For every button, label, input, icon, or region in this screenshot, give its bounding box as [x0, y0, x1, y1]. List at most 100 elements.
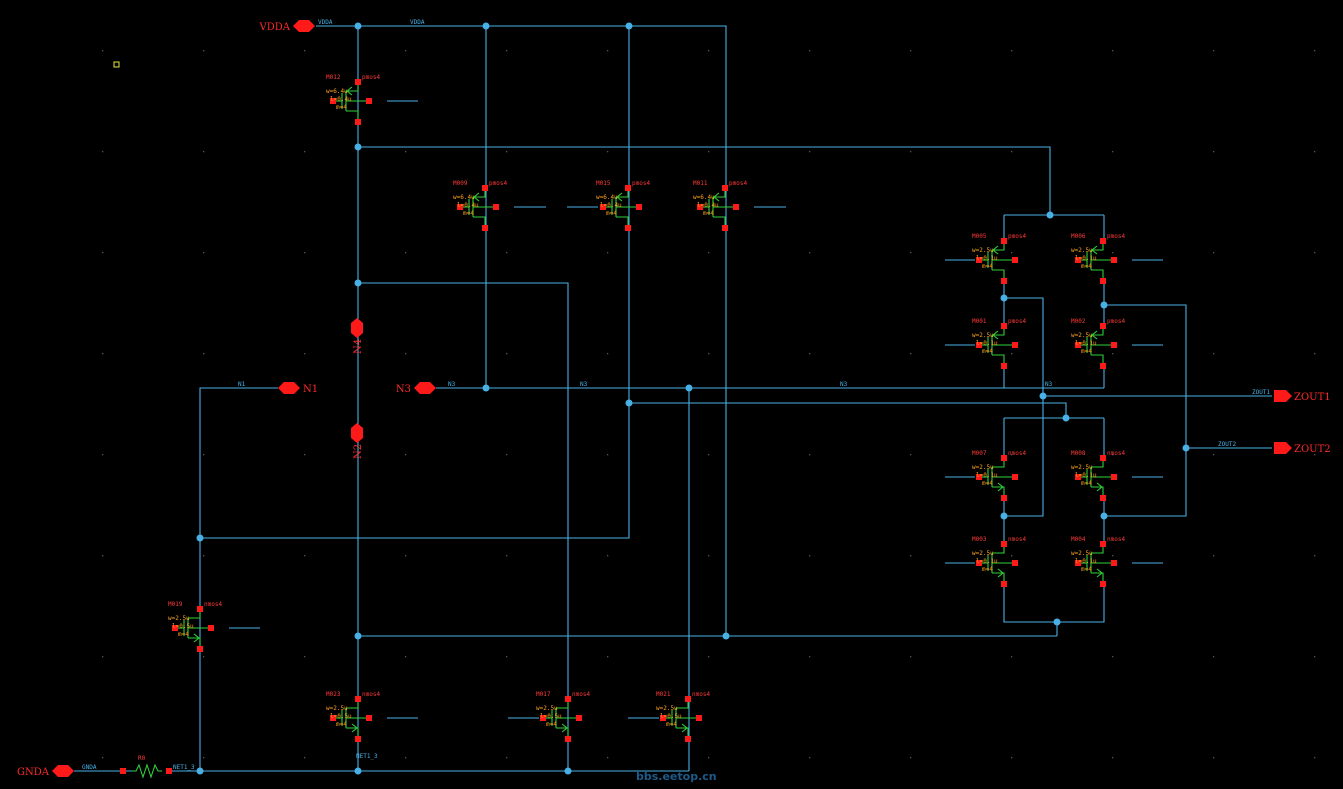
transistor-name: M015 — [596, 180, 611, 187]
transistor-name: M001 — [972, 318, 987, 325]
transistor-width: w=6.4u — [596, 194, 618, 201]
transistor-name: M019 — [168, 601, 183, 608]
transistor-model: pmos4 — [489, 180, 507, 187]
transistor-model: pmos4 — [1008, 318, 1026, 325]
pin-vdda[interactable]: VDDA — [259, 20, 315, 33]
transistor-width: w=6.4u — [693, 194, 715, 201]
transistor-width: w=6.4u — [453, 194, 475, 201]
transistor-width: w=2.5u — [1071, 464, 1093, 471]
transistor-length: l=0.1u — [976, 255, 998, 262]
transistor-multiplier: m=4 — [703, 210, 714, 217]
pin-zout2[interactable]: ZOUT2 — [1274, 442, 1331, 455]
transistor-name: M005 — [972, 233, 987, 240]
pin-zout1[interactable]: ZOUT1 — [1274, 390, 1331, 403]
pin-label: ZOUT2 — [1294, 444, 1331, 455]
transistor-model: pmos4 — [1107, 318, 1125, 325]
transistor-length: l=0.4u — [697, 202, 719, 209]
transistor-width: w=2.5u — [1071, 247, 1093, 254]
transistor-m011[interactable]: M011 pmos4 w=6.4ul=0.4um=4 — [693, 180, 747, 231]
transistor-m002[interactable]: M002 pmos4 w=2.5ul=0.1um=4 — [1071, 318, 1125, 369]
transistor-width: w=2.5u — [972, 464, 994, 471]
transistor-model: pmos4 — [362, 74, 380, 81]
transistor-length: l=0.1u — [1075, 558, 1097, 565]
transistor-model: nmos4 — [204, 601, 222, 608]
transistor-model: pmos4 — [729, 180, 747, 187]
transistor-length: l=0.1u — [1075, 340, 1097, 347]
transistor-width: w=2.5u — [972, 550, 994, 557]
transistor-length: l=0.1u — [976, 340, 998, 347]
transistor-width: w=6.4u — [326, 88, 348, 95]
transistor-length: l=0.1u — [1075, 255, 1097, 262]
watermark: bbs.eetop.cn — [636, 770, 717, 783]
wire-vdda — [316, 25, 727, 636]
pin-label: N1 — [303, 384, 318, 395]
transistor-multiplier: m=4 — [463, 210, 474, 217]
pin-n2[interactable]: N2 — [351, 423, 364, 459]
transistor-model: nmos4 — [1008, 536, 1026, 543]
net-label: ZOUT1 — [1252, 389, 1270, 396]
transistor-width: w=2.5u — [1071, 550, 1093, 557]
transistor-name: M006 — [1071, 233, 1086, 240]
pin-n4[interactable]: N4 — [351, 318, 364, 354]
transistor-model: nmos4 — [1008, 450, 1026, 457]
pin-gnda[interactable]: GNDA — [17, 765, 74, 778]
transistor-length: l=0.5u — [660, 713, 682, 720]
transistor-multiplier: m=4 — [178, 631, 189, 638]
resistor-r0[interactable]: R0 — [120, 755, 172, 779]
resistor-name: R0 — [138, 755, 146, 762]
pin-label: N2 — [353, 444, 364, 459]
pin-n3[interactable]: N3 — [396, 382, 436, 395]
net-label: N3 — [840, 381, 848, 388]
transistor-name: M021 — [656, 691, 671, 698]
transistor-model: pmos4 — [632, 180, 650, 187]
transistor-name: M002 — [1071, 318, 1086, 325]
transistor-multiplier: m=4 — [1081, 263, 1092, 270]
net-label: NET1_3 — [173, 764, 195, 771]
transistor-multiplier: m=4 — [1081, 348, 1092, 355]
transistor-name: M008 — [1071, 450, 1086, 457]
transistor-model: nmos4 — [572, 691, 590, 698]
transistor-multiplier: m=4 — [982, 480, 993, 487]
transistor-multiplier: m=4 — [982, 263, 993, 270]
junction-dots — [196, 22, 1190, 775]
transistor-name: M023 — [326, 691, 341, 698]
transistor-length: l=0.4u — [600, 202, 622, 209]
pin-label: VDDA — [259, 22, 291, 33]
transistor-width: w=2.5u — [326, 705, 348, 712]
net-label: ZOUT2 — [1218, 441, 1236, 448]
pin-n1[interactable]: N1 — [278, 382, 318, 395]
net-label: N3 — [448, 381, 456, 388]
transistor-width: w=2.5u — [972, 247, 994, 254]
transistor-name: M004 — [1071, 536, 1086, 543]
net-label: NET1_3 — [356, 753, 378, 760]
transistor-length: l=0.5u — [540, 713, 562, 720]
transistor-model: nmos4 — [362, 691, 380, 698]
transistor-name: M012 — [326, 74, 341, 81]
transistor-name: M009 — [453, 180, 468, 187]
transistor-width: w=2.5u — [168, 615, 190, 622]
transistor-name: M011 — [693, 180, 708, 187]
net-label: GNDA — [82, 764, 97, 771]
net-label: N3 — [1045, 381, 1053, 388]
transistor-length: l=0.5u — [330, 713, 352, 720]
transistor-multiplier: m=4 — [1081, 480, 1092, 487]
transistor-width: w=2.5u — [1071, 332, 1093, 339]
origin-marker — [113, 61, 120, 68]
